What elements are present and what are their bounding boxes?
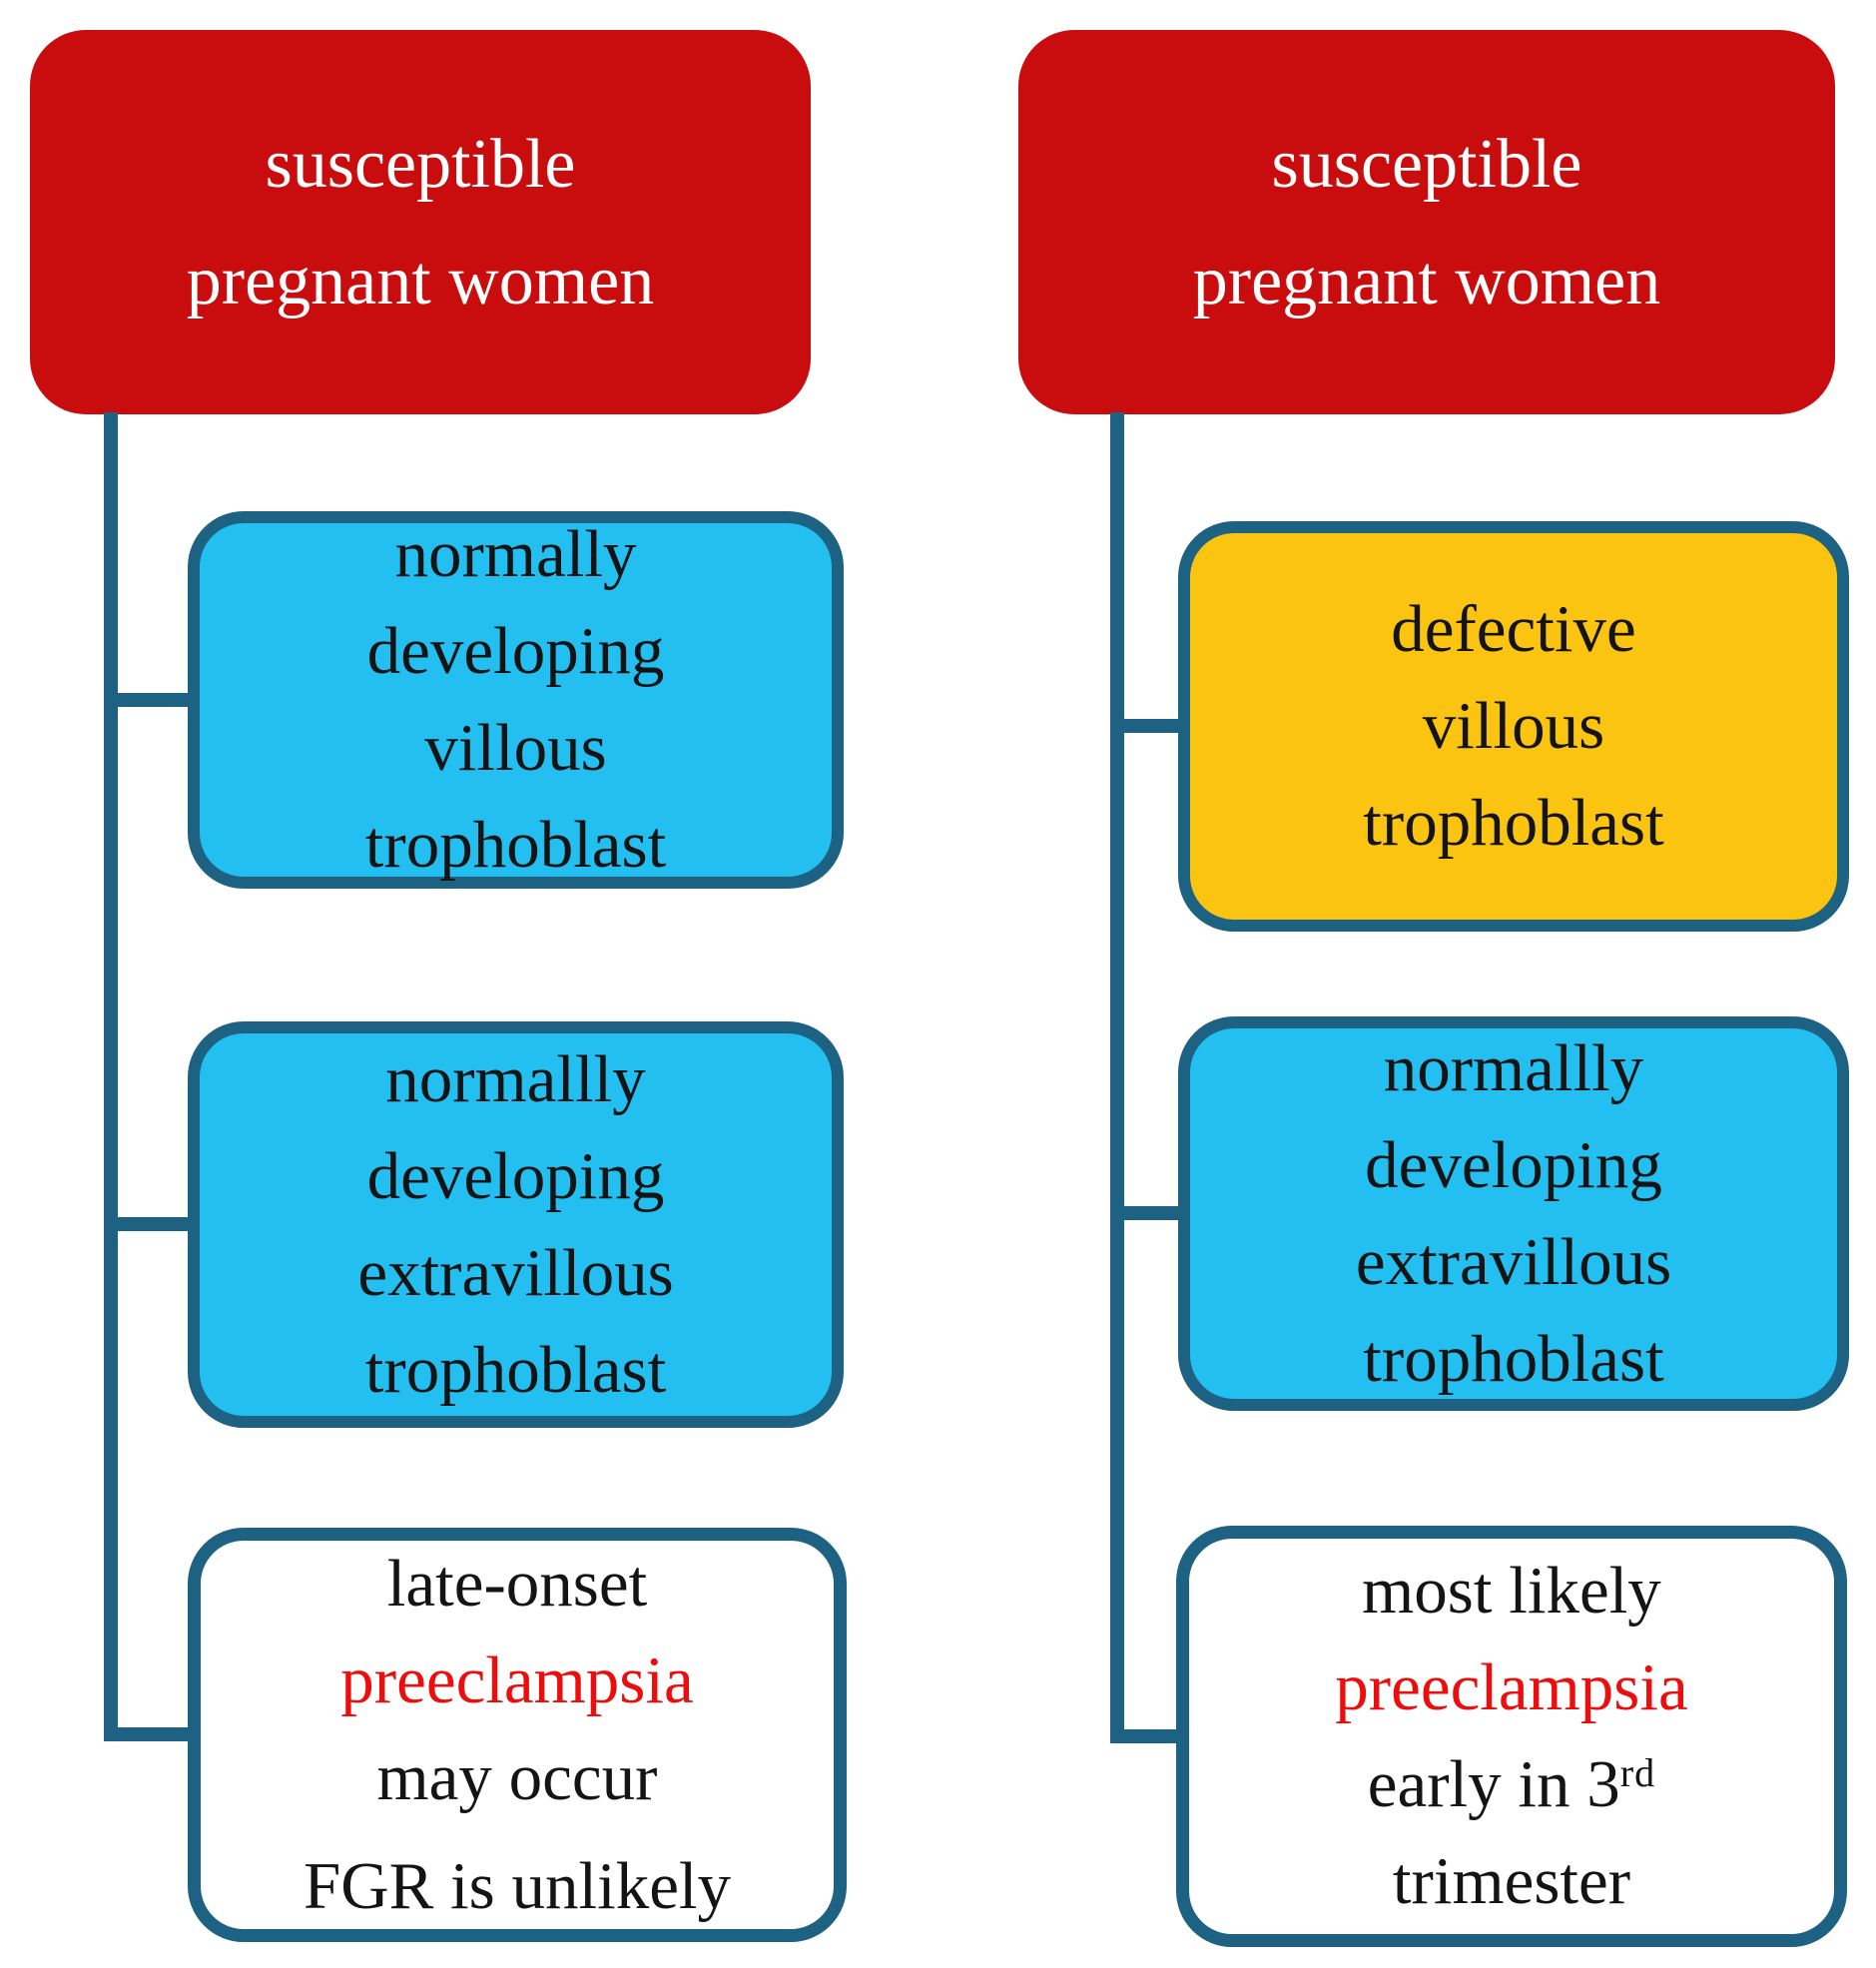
box-text-line: trophoblast bbox=[365, 797, 666, 894]
box-text-line: villous bbox=[1423, 678, 1604, 775]
connector-branch-right-3 bbox=[1110, 1729, 1196, 1743]
box-text-line: normallly bbox=[1384, 1020, 1644, 1117]
box-text-line: trophoblast bbox=[365, 1322, 666, 1419]
box-text-line: preeclampsia bbox=[1335, 1640, 1687, 1736]
text-segment: trophoblast bbox=[1363, 786, 1664, 860]
text-segment: villous bbox=[1422, 689, 1605, 763]
box-text-line: developing bbox=[367, 1128, 665, 1225]
box-text-line: normallly bbox=[385, 1031, 646, 1128]
text-segment: extravillous bbox=[357, 1235, 674, 1310]
node-normal-villous-trophoblast: normally developing villous trophoblast bbox=[188, 511, 844, 889]
connector-trunk-right bbox=[1110, 412, 1124, 1743]
text-segment: early in 3 bbox=[1367, 1747, 1620, 1821]
text-segment: susceptible bbox=[265, 125, 576, 203]
box-text-line: villous bbox=[424, 700, 606, 797]
box-text-line: may occur bbox=[377, 1729, 658, 1826]
text-segment: trophoblast bbox=[364, 1332, 667, 1407]
text-segment: normallly bbox=[1383, 1030, 1644, 1105]
node-normal-extravillous-trophoblast-right: normallly developing extravillous trophobla… bbox=[1178, 1016, 1849, 1411]
connector-branch-right-2 bbox=[1110, 1206, 1196, 1220]
box-text-line: trimester bbox=[1393, 1833, 1630, 1930]
box-text-line: most likely bbox=[1362, 1543, 1661, 1640]
connector-trunk-left bbox=[104, 412, 118, 1741]
box-text-line: FGR is unlikely bbox=[304, 1838, 731, 1935]
box-text-line: susceptible bbox=[1271, 106, 1581, 223]
box-text-line: normally bbox=[395, 506, 637, 603]
text-segment: late-onset bbox=[386, 1546, 648, 1621]
box-text-line: defective bbox=[1391, 581, 1636, 678]
box-text-line: developing bbox=[367, 603, 665, 700]
text-segment: pregnant women bbox=[1192, 242, 1661, 320]
text-segment: defective bbox=[1391, 592, 1636, 666]
text-segment: may occur bbox=[376, 1739, 658, 1814]
node-early-preeclampsia-outcome: most likely preeclampsia early in 3rd trime… bbox=[1176, 1526, 1847, 1947]
text-segment: trophoblast bbox=[364, 808, 667, 882]
node-normal-extravillous-trophoblast-left: normallly developing extravillous trophobla… bbox=[188, 1021, 844, 1428]
box-text-line: developing bbox=[1365, 1117, 1662, 1214]
connector-branch-left-1 bbox=[104, 693, 200, 707]
box-text-line: trophoblast bbox=[1363, 1311, 1663, 1408]
connector-branch-right-1 bbox=[1110, 719, 1196, 733]
box-text-line: trophoblast bbox=[1363, 775, 1663, 872]
text-segment: normallly bbox=[385, 1041, 646, 1116]
text-segment: developing bbox=[366, 614, 665, 688]
text-segment: developing bbox=[366, 1138, 665, 1213]
node-susceptible-women-left: susceptible pregnant women bbox=[30, 30, 811, 414]
text-segment: normally bbox=[394, 517, 637, 591]
node-susceptible-women-right: susceptible pregnant women bbox=[1018, 30, 1835, 414]
box-text-line: early in 3rd bbox=[1368, 1736, 1656, 1833]
text-segment: trophoblast bbox=[1363, 1321, 1664, 1396]
text-segment: villous bbox=[424, 711, 607, 785]
box-text-line: pregnant women bbox=[1193, 223, 1660, 339]
box-text-line: pregnant women bbox=[187, 223, 654, 339]
highlighted-word: preeclampsia bbox=[1335, 1650, 1688, 1724]
box-text-line: susceptible bbox=[265, 106, 575, 223]
text-segment: trimester bbox=[1392, 1844, 1631, 1918]
text-segment: rd bbox=[1619, 1749, 1656, 1795]
node-defective-villous-trophoblast: defective villous trophoblast bbox=[1178, 521, 1849, 932]
text-segment: FGR is unlikely bbox=[303, 1848, 732, 1923]
connector-branch-left-2 bbox=[104, 1217, 200, 1231]
highlighted-word: preeclampsia bbox=[340, 1642, 694, 1717]
text-segment: extravillous bbox=[1355, 1224, 1672, 1299]
text-segment: developing bbox=[1365, 1127, 1662, 1202]
box-text-line: extravillous bbox=[357, 1225, 673, 1322]
connector-branch-left-3 bbox=[104, 1727, 200, 1741]
text-segment: pregnant women bbox=[186, 242, 655, 320]
text-segment: most likely bbox=[1362, 1554, 1661, 1628]
box-text-line: preeclampsia bbox=[340, 1633, 693, 1729]
text-segment: susceptible bbox=[1271, 125, 1582, 203]
box-text-line: extravillous bbox=[1356, 1214, 1671, 1311]
box-text-line: late-onset bbox=[387, 1536, 647, 1633]
